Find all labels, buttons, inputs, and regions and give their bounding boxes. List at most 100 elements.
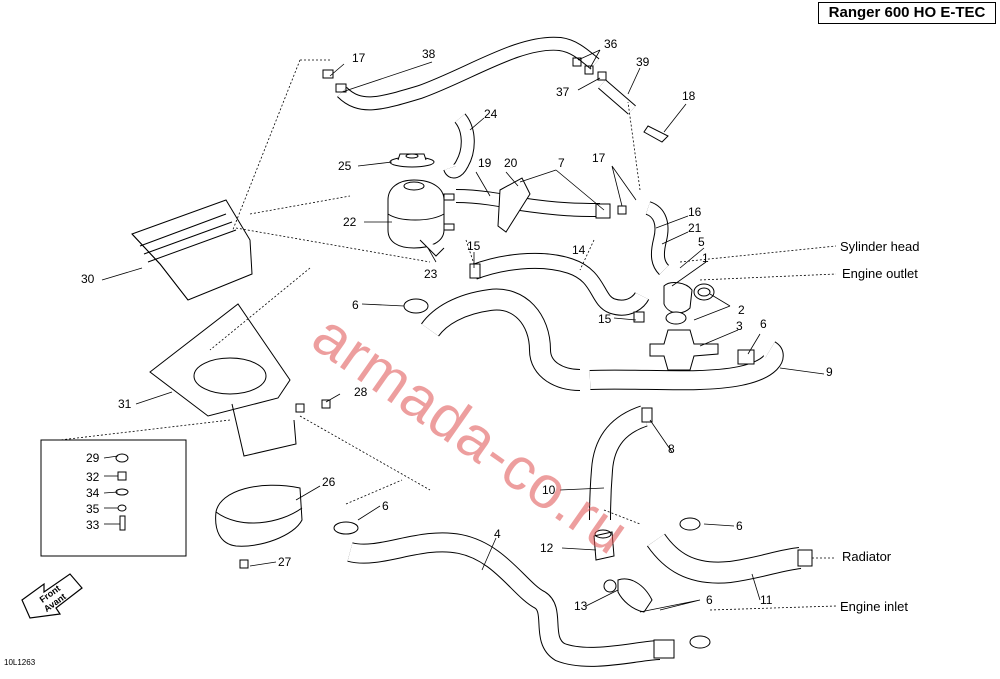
hose-9 [589, 341, 784, 391]
callout-10: 10 [542, 483, 556, 497]
callout-35: 35 [86, 502, 100, 516]
bracket-20 [497, 177, 531, 233]
callout-17: 17 [352, 51, 366, 65]
callout-29: 29 [86, 451, 100, 465]
callout-6a: 6 [352, 298, 359, 312]
callout-15b: 15 [598, 312, 612, 326]
callout-8: 8 [668, 442, 675, 456]
annotation-labels: Sylinder head Engine outlet Radiator Eng… [840, 239, 920, 614]
hose-10 [589, 405, 648, 521]
dotted-leaders [59, 59, 837, 611]
callout-12: 12 [540, 541, 554, 555]
hose-4 [347, 532, 661, 667]
ecu-30 [131, 199, 253, 301]
label-engine-outlet: Engine outlet [842, 266, 918, 281]
clamp-15a [469, 263, 481, 279]
callout-6e: 6 [706, 593, 713, 607]
callout-14: 14 [572, 243, 586, 257]
callout-6d: 6 [736, 519, 743, 533]
callout-24: 24 [484, 107, 498, 121]
fitting-37 [597, 71, 607, 81]
clamp-6e [679, 517, 701, 531]
outlet-fitting-1 [663, 282, 715, 314]
bracket-31 [149, 303, 297, 457]
cap-25 [389, 153, 435, 168]
callout-6c: 6 [382, 499, 389, 513]
callout-25: 25 [338, 159, 352, 173]
hardware-items [115, 453, 129, 531]
callout-3: 3 [736, 319, 743, 333]
callout-5: 5 [698, 235, 705, 249]
callout-7: 7 [558, 156, 565, 170]
clamp-6b [737, 349, 755, 365]
fitting-13 [603, 578, 653, 613]
screw-27 [239, 559, 249, 569]
callout-26: 26 [322, 475, 336, 489]
screw-28b [295, 403, 305, 413]
page-title: Ranger 600 HO E-TEC [818, 2, 996, 24]
callout-34: 34 [86, 486, 100, 500]
guard-26 [215, 484, 303, 547]
hose-6-left [421, 288, 581, 391]
clamp-8 [641, 407, 653, 423]
callout-4: 4 [494, 527, 501, 541]
hose-16 [645, 201, 670, 275]
callout-32: 32 [86, 470, 100, 484]
fitting-12 [593, 529, 615, 561]
hose-24 [443, 113, 475, 179]
callout-23: 23 [424, 267, 438, 281]
callout-11: 11 [760, 593, 773, 607]
callout-27: 27 [278, 555, 292, 569]
clamp-6a [403, 298, 429, 314]
callout-37: 37 [556, 85, 570, 99]
label-engine-inlet: Engine inlet [840, 599, 908, 614]
callout-22: 22 [343, 215, 357, 229]
hose-11 [646, 533, 802, 584]
hose-38 [337, 36, 600, 111]
callout-39: 39 [636, 55, 650, 69]
callout-21: 21 [688, 221, 702, 235]
callout-19: 19 [478, 156, 492, 170]
label-radiator: Radiator [842, 549, 892, 564]
callout-31: 31 [118, 397, 132, 411]
hose-14 [471, 252, 650, 316]
fitting-36a [572, 57, 582, 67]
clamp-6c [333, 521, 359, 535]
screw-28 [321, 399, 331, 409]
hardware-box [40, 439, 187, 557]
callout-15a: 15 [467, 239, 481, 253]
callout-28: 28 [354, 385, 368, 399]
callout-16: 16 [688, 205, 702, 219]
callout-17b: 17 [592, 151, 606, 165]
callout-20: 20 [504, 156, 518, 170]
callout-1: 1 [702, 251, 709, 265]
callout-9: 9 [826, 365, 833, 379]
hose-end-4 [653, 639, 675, 659]
fitting-36b [584, 65, 594, 75]
fitting-17-mid [617, 205, 627, 215]
reference-code: 10L1263 [4, 658, 36, 667]
clamp-6d [689, 635, 711, 649]
label-cylinder-head: Sylinder head [840, 239, 920, 254]
front-arrow-icon [21, 573, 83, 619]
thermostat-housing-3 [649, 311, 719, 371]
callout-36: 36 [604, 37, 618, 51]
fitting-17b [335, 83, 347, 93]
callout-6b: 6 [760, 317, 767, 331]
callout-2: 2 [738, 303, 745, 317]
callout-13: 13 [574, 599, 588, 613]
leader-lines [101, 49, 825, 613]
expansion-tank-22 [387, 179, 455, 257]
callout-38: 38 [422, 47, 436, 61]
tee-18 [643, 125, 669, 143]
hose-39 [598, 79, 636, 115]
fitting-7 [595, 203, 611, 219]
hose-end-11 [797, 549, 813, 567]
callout-labels: 17 38 36 39 37 18 24 25 19 20 7 17 22 16… [81, 37, 833, 613]
clamp-15b [633, 311, 645, 323]
callout-18: 18 [682, 89, 696, 103]
callout-30: 30 [81, 272, 95, 286]
fitting-17-top [322, 69, 334, 79]
